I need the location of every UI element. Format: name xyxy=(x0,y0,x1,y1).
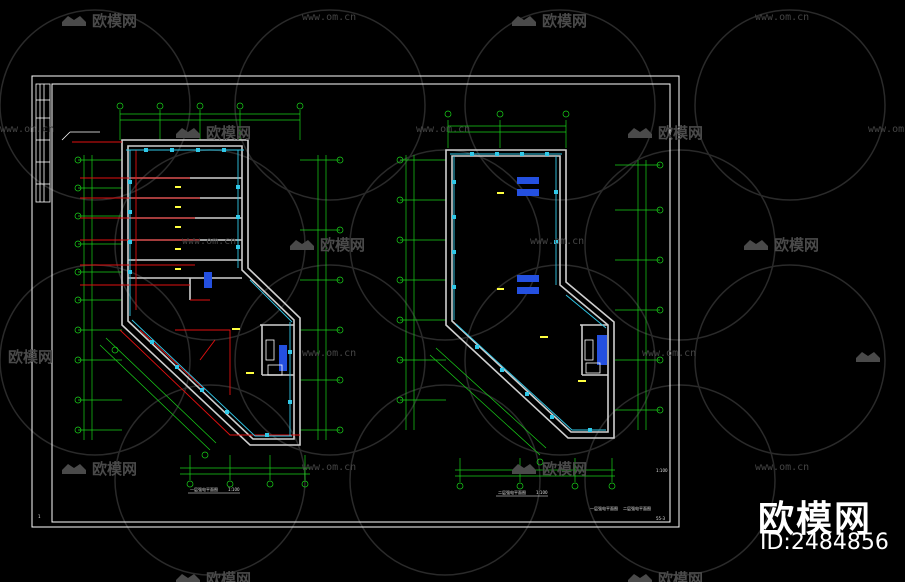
svg-text:欧模网: 欧模网 xyxy=(206,124,251,142)
svg-text:欧模网: 欧模网 xyxy=(774,236,819,254)
right-electrical-panels xyxy=(517,177,607,365)
svg-text:www.om.cn: www.om.cn xyxy=(182,236,236,247)
sheet-scale: 1:100 xyxy=(656,468,668,473)
watermark-logos: 欧模网 欧模网 欧模网 欧模网 欧模网 欧模网 欧模网 欧模网 欧模网 欧模网 … xyxy=(8,12,880,582)
left-plan-title: 一层强电平面图 xyxy=(190,486,218,492)
left-fixtures xyxy=(126,149,293,437)
left-wiring xyxy=(72,141,300,436)
svg-text:欧模网: 欧模网 xyxy=(542,460,587,478)
title-block-strip xyxy=(35,83,51,203)
right-plan-scale: 1:100 xyxy=(536,490,548,495)
right-axis-bubbles xyxy=(396,110,664,490)
brand-logo-text: 欧模网 xyxy=(758,499,873,540)
right-floor-plan: 二层强电平面图 1:100 xyxy=(396,110,664,497)
left-plan-scale: 1:100 xyxy=(228,487,240,492)
svg-text:www.om.cn: www.om.cn xyxy=(755,462,809,473)
svg-text:www.om.cn: www.om.cn xyxy=(0,124,54,135)
svg-text:www.om.cn: www.om.cn xyxy=(302,12,356,23)
sheet-frame-outer xyxy=(31,75,680,528)
left-axis-bubbles xyxy=(74,102,344,488)
svg-text:www.om.cn: www.om.cn xyxy=(755,12,809,23)
svg-text:欧模网: 欧模网 xyxy=(320,236,365,254)
right-plan-title: 二层强电平面图 xyxy=(498,489,526,495)
left-dimension-lines xyxy=(78,110,340,480)
svg-text:www.om.cn: www.om.cn xyxy=(530,236,584,247)
left-electrical-panels xyxy=(204,272,287,371)
svg-text:www.om.cn: www.om.cn xyxy=(868,124,905,135)
title-note-a: 一层强电平面图 xyxy=(590,505,618,511)
svg-text:欧模网: 欧模网 xyxy=(658,124,703,142)
title-note-b: 二层强电平面图 xyxy=(623,505,651,511)
svg-text:www.om.cn: www.om.cn xyxy=(302,462,356,473)
left-fixture-marks xyxy=(128,148,292,437)
svg-text:欧模网: 欧模网 xyxy=(542,12,587,30)
left-annotations xyxy=(61,131,283,376)
svg-text:欧模网: 欧模网 xyxy=(206,570,251,582)
svg-text:欧模网: 欧模网 xyxy=(92,12,137,30)
svg-text:www.om.cn: www.om.cn xyxy=(302,348,356,359)
right-label-dots xyxy=(497,192,586,382)
right-building-walls xyxy=(445,149,615,439)
left-label-dots xyxy=(175,186,254,374)
right-dimension-lines xyxy=(400,120,660,482)
svg-text:欧模网: 欧模网 xyxy=(658,570,703,582)
svg-text:www.om.cn: www.om.cn xyxy=(642,348,696,359)
sheet-number: 55-3 xyxy=(656,516,666,521)
svg-text:欧模网: 欧模网 xyxy=(8,348,53,366)
watermark-urls: www.om.cn www.om.cn www.om.cn www.om.cn … xyxy=(0,12,905,473)
svg-text:欧模网: 欧模网 xyxy=(92,460,137,478)
right-fixture-marks xyxy=(452,152,592,432)
page-mark: 1 xyxy=(38,514,41,519)
right-annotations xyxy=(584,339,601,374)
brand-id-text: ID:2484856 xyxy=(760,530,889,555)
sheet-frame-inner xyxy=(51,83,671,523)
left-floor-plan: 一层强电平面图 1:100 xyxy=(61,102,344,494)
svg-text:www.om.cn: www.om.cn xyxy=(416,124,470,135)
